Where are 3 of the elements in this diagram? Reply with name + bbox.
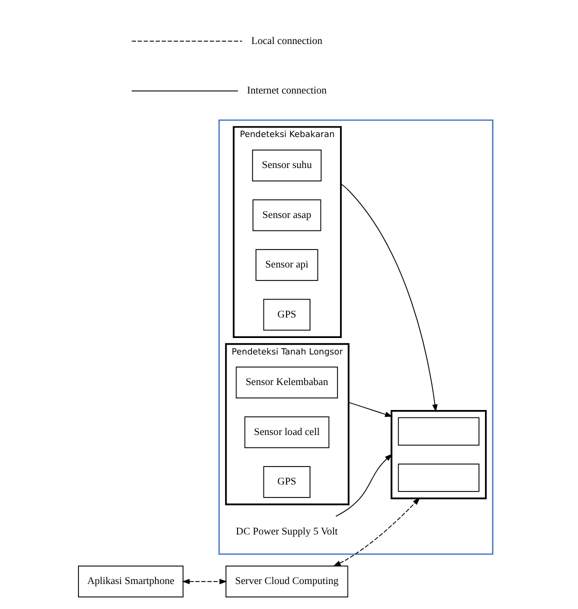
legend-label: Internet connection xyxy=(247,86,327,97)
node-text: DC Power Supply 5 Volt xyxy=(236,526,338,538)
legend-label: Local connection xyxy=(251,36,322,47)
